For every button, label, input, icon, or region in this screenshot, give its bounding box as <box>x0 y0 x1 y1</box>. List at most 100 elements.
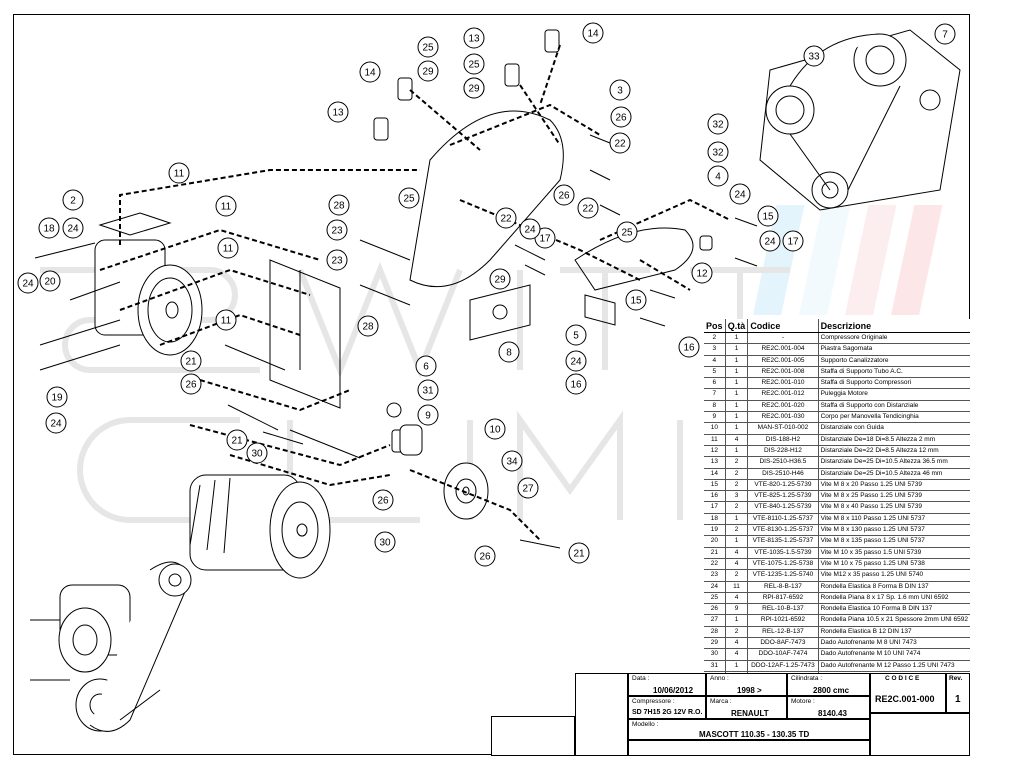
callout-number: 2 <box>70 196 76 207</box>
callout-number: 26 <box>558 191 570 202</box>
callout-balloon: 6 <box>415 355 437 377</box>
field-code: C O D I C E RE2C.001-000 <box>870 673 946 713</box>
cell-desc: Rondella Elastica 10 Forma B DIN 137 <box>818 603 970 616</box>
cell-desc: Rondella Piana 8 x 17 Sp. 1.6 mm UNI 659… <box>818 592 970 605</box>
callout-number: 21 <box>231 436 243 447</box>
cell-code: VTE-820-1.25-5739 <box>747 479 819 492</box>
tensioner-pulley <box>386 402 489 520</box>
callout-number: 29 <box>494 275 506 286</box>
cell-desc: Puleggia Motore <box>818 388 970 401</box>
callout-circle <box>327 101 349 123</box>
field-revision: Rev. 1 <box>946 673 970 713</box>
callout-circle <box>359 61 381 83</box>
callout-circle <box>62 189 84 211</box>
cell-code: RE2C.001-004 <box>747 343 819 356</box>
callout-balloon: 25 <box>417 36 439 58</box>
callout-circle <box>489 268 511 290</box>
year-value: 1998 > <box>737 686 762 695</box>
cell-pos: 10 <box>704 422 726 435</box>
callout-number: 16 <box>570 380 582 391</box>
cell-qty: 1 <box>725 355 749 367</box>
cell-code: RE2C.001-012 <box>747 388 819 401</box>
callout-circle <box>215 309 237 331</box>
cell-code: RE2C.001-020 <box>747 400 819 413</box>
cell-code: VTE-8135-1.25-5737 <box>747 535 819 548</box>
callout-number: 25 <box>621 228 633 239</box>
callout-number: 26 <box>615 113 627 124</box>
date-label: Data : <box>632 675 650 682</box>
callout-number: 11 <box>221 316 232 327</box>
cell-pos: 21 <box>704 547 726 559</box>
callout-balloon: 25 <box>616 221 638 243</box>
cell-desc: Rondella Elastica 8 Forma B DIN 137 <box>818 581 970 593</box>
callout-circle <box>180 373 202 395</box>
cell-qty: 4 <box>725 592 749 605</box>
bracket-plate <box>269 110 564 459</box>
callout-number: 18 <box>43 224 55 235</box>
callout-circle <box>398 187 420 209</box>
callout-circle <box>484 418 506 440</box>
callout-circle <box>610 106 632 128</box>
callout-number: 6 <box>423 362 429 373</box>
cell-desc: Corpo per Manovella Tendicinghia <box>818 411 970 424</box>
cell-pos: 23 <box>704 569 726 582</box>
callout-number: 26 <box>185 380 197 391</box>
cell-qty: 1 <box>725 343 749 356</box>
callout-circle <box>180 350 202 372</box>
callout-number: 8 <box>506 348 512 359</box>
callout-number: 28 <box>362 322 374 333</box>
callout-number: 30 <box>379 538 391 549</box>
callout-circle <box>501 450 523 472</box>
displacement-label: Cilindrata : <box>791 675 823 682</box>
cell-desc: Vite M 10 x 35 passo 1.5 UNI 5739 <box>818 547 970 559</box>
cell-desc: Vite M 8 x 110 Passo 1.25 UNI 5737 <box>818 513 970 526</box>
cell-code: REL-8-B-137 <box>747 581 819 593</box>
callout-circle <box>463 53 485 75</box>
cell-qty: 4 <box>725 637 749 650</box>
engine-value: 8140.43 <box>818 709 847 718</box>
callout-circle <box>417 36 439 58</box>
callout-circle <box>417 379 439 401</box>
callout-circle <box>226 429 248 451</box>
cell-pos: 22 <box>704 558 726 571</box>
callout-number: 12 <box>696 269 708 280</box>
callout-balloon: 24 <box>565 350 587 372</box>
callout-circle <box>328 194 350 216</box>
callout-number: 25 <box>468 60 480 71</box>
callout-circle <box>729 183 751 205</box>
callout-circle <box>495 207 517 229</box>
cell-qty: 3 <box>725 490 749 503</box>
cell-pos: 18 <box>704 513 726 526</box>
callout-balloon: 21 <box>568 542 590 564</box>
cell-code: RPI-1021-6592 <box>747 614 819 627</box>
cell-qty: 4 <box>725 434 749 446</box>
callout-balloon: 7 <box>934 23 956 45</box>
callout-balloon: 24 <box>62 217 84 239</box>
cell-pos: 3 <box>704 343 726 356</box>
callout-circle <box>215 195 237 217</box>
cell-code: DIS-228-H12 <box>747 445 819 458</box>
callout-number: 20 <box>44 277 56 288</box>
callout-circle <box>168 162 190 184</box>
callout-circle <box>565 324 587 346</box>
cell-code: RE2C.001-010 <box>747 377 819 390</box>
cell-desc: Compressore Originale <box>818 332 970 345</box>
cell-desc: Dado Autofrenante M 10 UNI 7474 <box>818 648 970 661</box>
callout-balloon: 29 <box>463 77 485 99</box>
callout-circle <box>707 113 729 135</box>
callout-balloon: 4 <box>707 165 729 187</box>
callout-balloon: 22 <box>577 197 599 219</box>
cell-pos: 25 <box>704 592 726 605</box>
cell-code: MAN-ST-010-002 <box>747 422 819 435</box>
callout-circle <box>246 442 268 464</box>
